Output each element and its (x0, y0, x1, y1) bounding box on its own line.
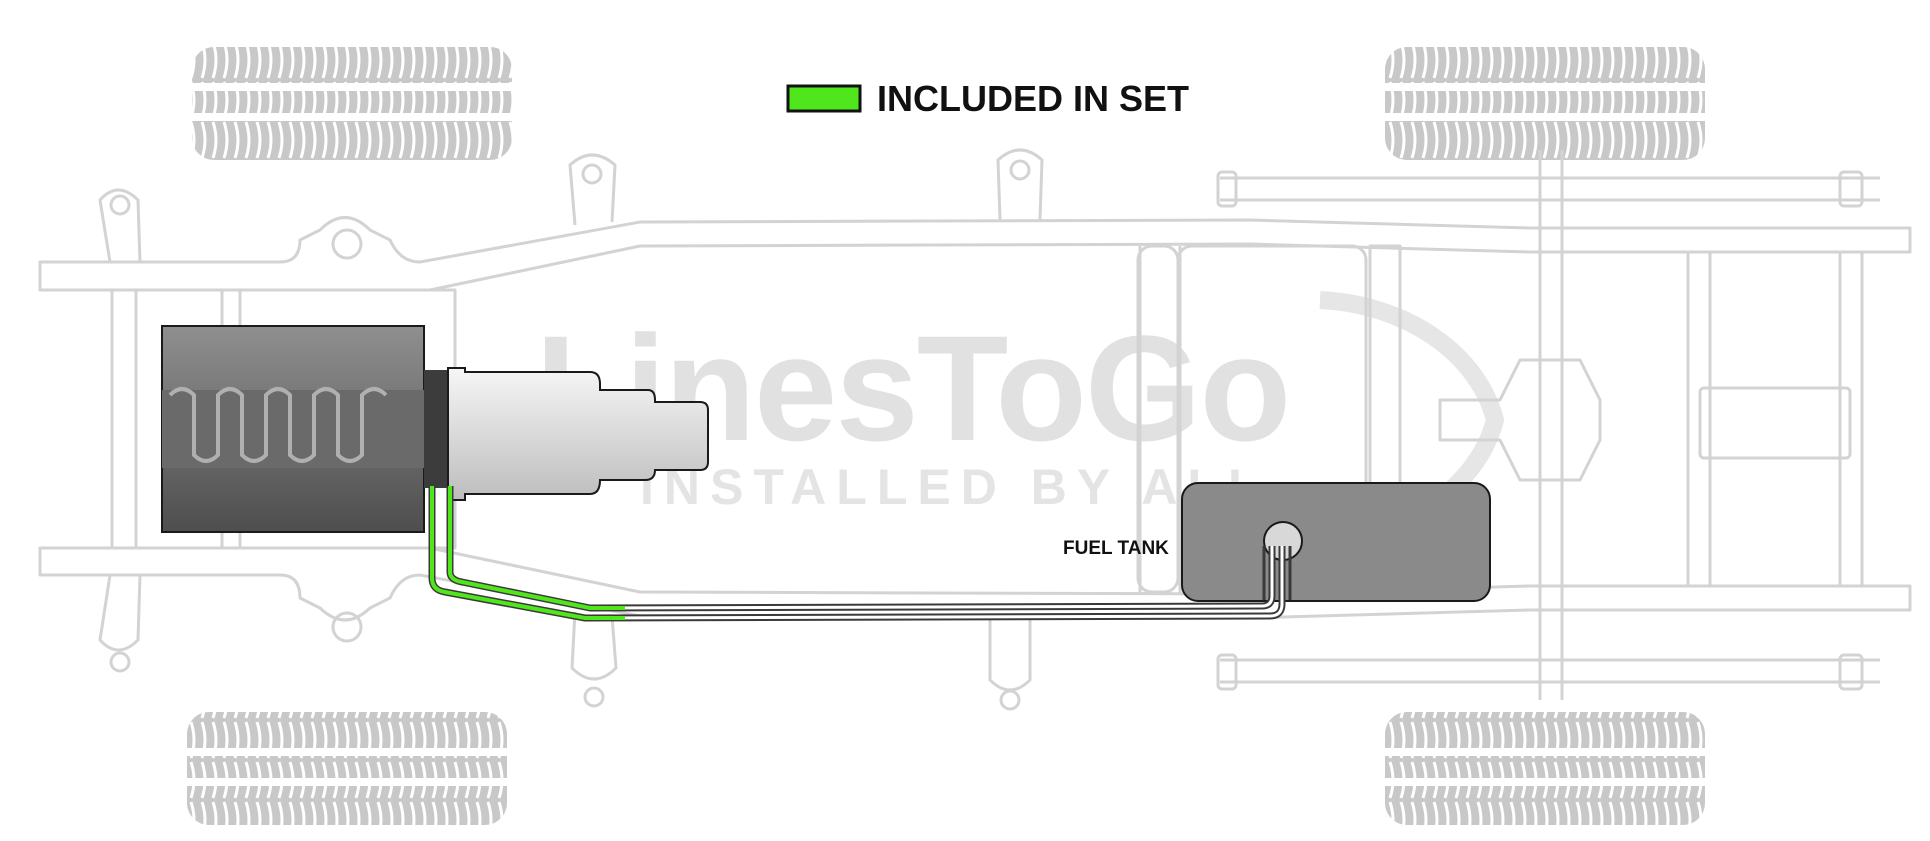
tire-icon (192, 47, 512, 160)
fuel-tank-label: FUEL TANK (1063, 538, 1169, 559)
frame (38, 148, 1912, 711)
fuel-lines (428, 486, 1292, 622)
transmission-icon (447, 367, 709, 501)
tire-icon (1385, 47, 1705, 160)
watermark-tagline: INSTALLED BY ALL (640, 459, 1269, 515)
frame-cross-front (110, 288, 138, 550)
fuel-tank-icon (1181, 482, 1491, 602)
transmission (447, 367, 709, 501)
frame-rail-top (38, 216, 1912, 292)
tire-rear-top (1385, 47, 1705, 160)
included-line-segment (448, 486, 625, 610)
tire-front-bottom (187, 712, 507, 825)
tire-icon (1385, 712, 1705, 825)
rear-axle (1538, 150, 1564, 700)
included-line-segment (430, 486, 625, 620)
tire-icon (187, 712, 507, 825)
frame-cross-rear (1686, 250, 1712, 588)
legend-swatch (786, 84, 862, 113)
tire-front-top (192, 47, 512, 160)
tire-rear-bottom (1385, 712, 1705, 825)
legend: INCLUDED IN SET (786, 78, 1189, 119)
engine (161, 325, 448, 533)
frame-rail-bottom (38, 546, 1912, 622)
legend-label: INCLUDED IN SET (877, 78, 1189, 119)
